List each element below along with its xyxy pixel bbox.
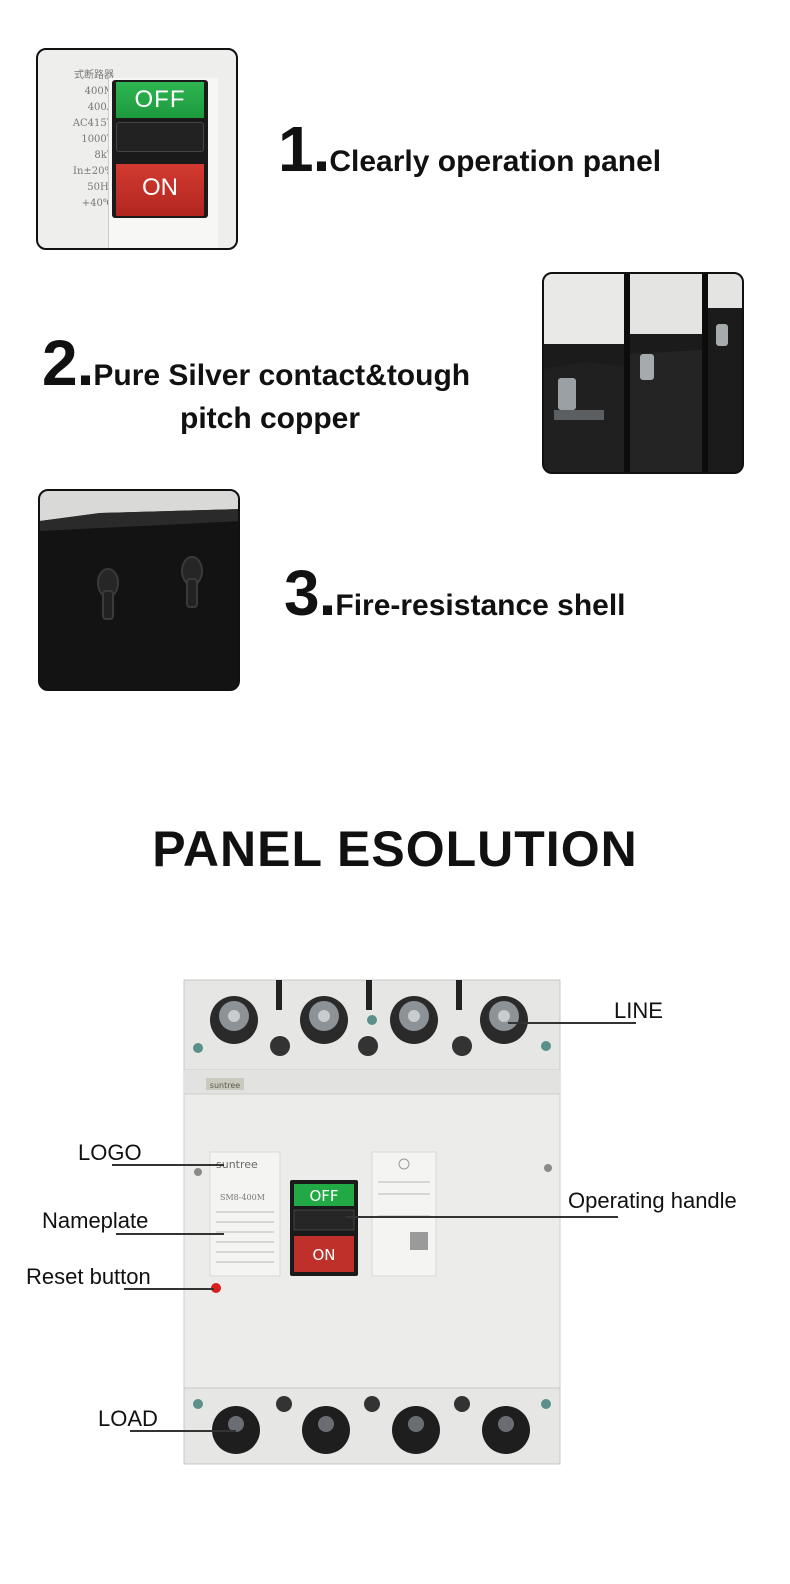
toggle-switch-closeup: OFF ON (112, 80, 208, 218)
shell-photo (38, 489, 240, 691)
callout-load-leader (130, 1430, 236, 1432)
brand-badge-text: suntree (210, 1081, 240, 1090)
handle-off-button (294, 1184, 354, 1206)
callout-reset-button-label: Reset button (26, 1264, 151, 1289)
nameplate-closeup-text: 式断路器 400M 400A AC415V 1000V 8kV In±20% 5… (72, 70, 114, 209)
callout-operating-handle-leader (346, 1216, 618, 1218)
callout-line-leader (508, 1022, 636, 1024)
handle-on-label: ON (312, 1246, 335, 1264)
feature-3-number: 3. (284, 557, 336, 629)
callout-nameplate-leader (116, 1233, 224, 1235)
feature-2-text: Pure Silver contact&tough (93, 359, 471, 392)
nameplate-panel (209, 1151, 281, 1277)
callout-operating-handle-label: Operating handle (568, 1188, 737, 1213)
callout-logo-leader (112, 1164, 224, 1166)
terminals-illustration (544, 274, 742, 472)
callout-logo-label: LOGO (78, 1140, 142, 1165)
on-button-closeup: ON (116, 164, 204, 216)
toggle-lever-closeup (116, 122, 204, 152)
switch-closeup-photo: 式断路器 400M 400A AC415V 1000V 8kV In±20% 5… (36, 48, 238, 250)
panel-title: PANEL ESOLUTION (152, 821, 638, 877)
feature-2-text-line2: pitch copper (180, 402, 361, 435)
feature-1: 1.Clearly operation panel (278, 112, 661, 186)
feature-1-text: Clearly operation panel (329, 145, 662, 178)
terminals-photo (542, 272, 744, 474)
load-terminals (212, 1406, 530, 1454)
reset-button-dot (211, 1283, 221, 1293)
nameplate-logo-text: suntree (216, 1158, 258, 1171)
nameplate-model-text: SM8-400M (220, 1193, 265, 1202)
feature-2-number: 2. (42, 327, 94, 399)
shell-illustration (40, 491, 238, 689)
feature-1-number: 1. (278, 113, 330, 185)
feature-3-text: Fire-resistance shell (335, 589, 626, 622)
brand-badge (206, 1078, 244, 1090)
callout-line-label: LINE (614, 998, 663, 1023)
breaker-illustration: suntree suntree SM8-400M OFF ON (183, 979, 561, 1465)
handle-off-label: OFF (309, 1187, 338, 1205)
feature-3: 3.Fire-resistance shell (284, 556, 626, 630)
callout-nameplate-label: Nameplate (42, 1208, 149, 1233)
callout-reset-button-leader (124, 1288, 214, 1290)
spec-panel (371, 1151, 437, 1277)
feature-2: 2.Pure Silver contact&tough (42, 326, 470, 400)
callout-load-label: LOAD (98, 1406, 158, 1431)
handle-on-button (294, 1236, 354, 1272)
off-button-closeup: OFF (116, 82, 204, 118)
